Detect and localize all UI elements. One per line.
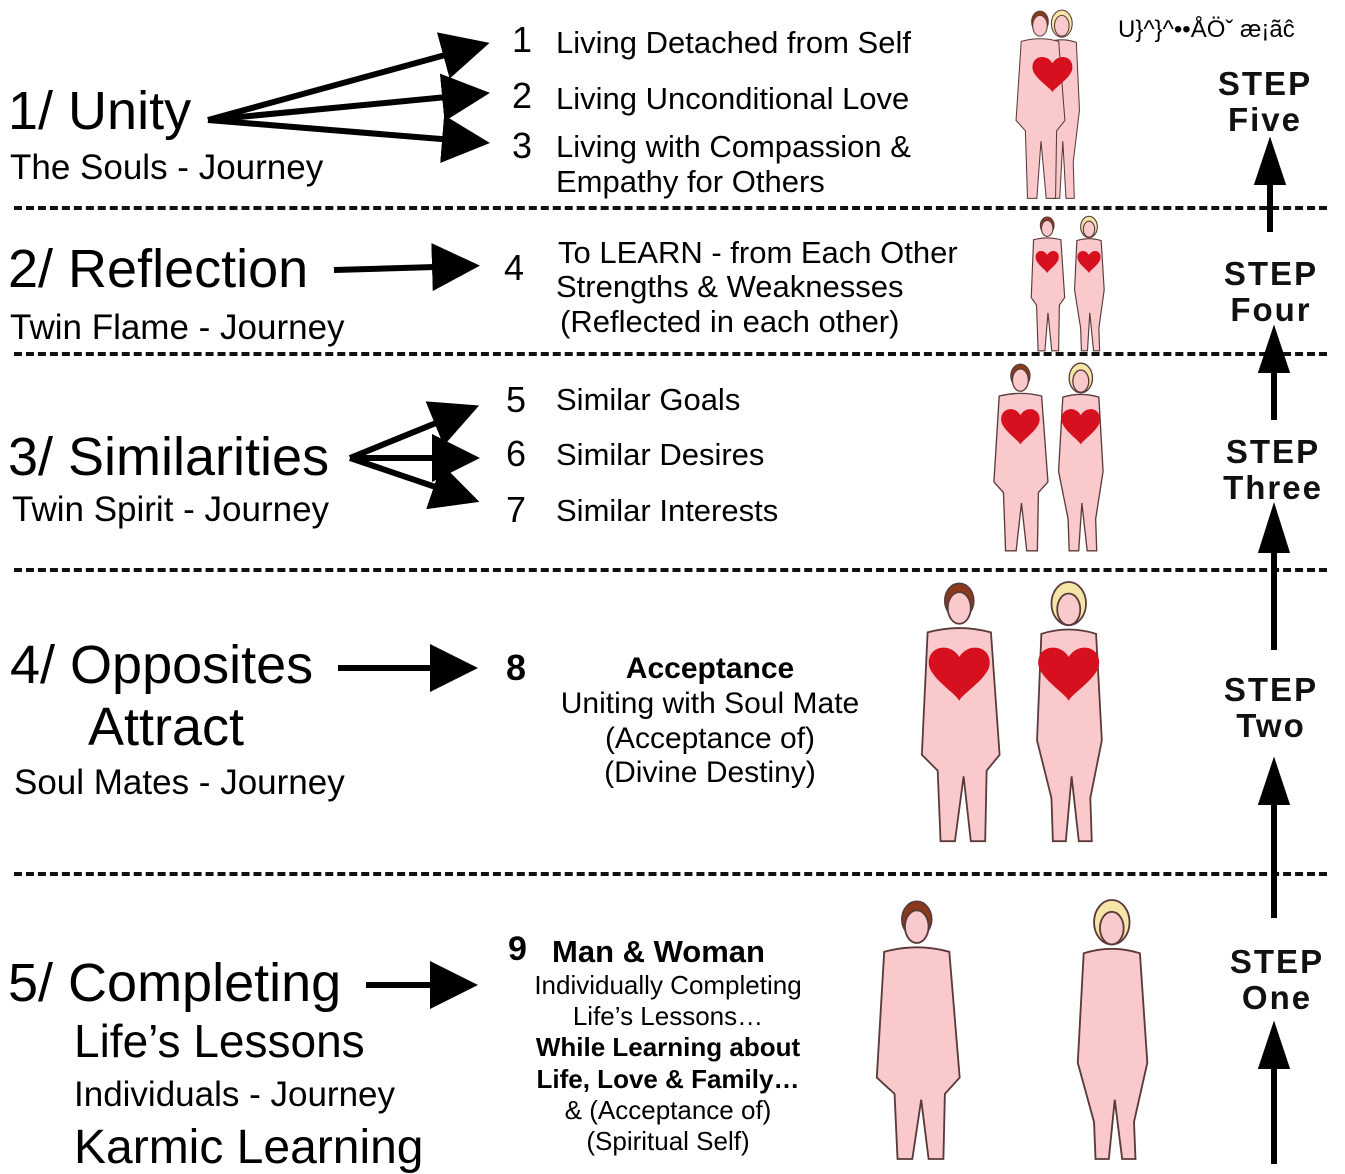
item-5-text: Similar Goals (556, 382, 741, 417)
couple-figure-stage-4 (920, 581, 1103, 843)
step-two-label: STEP Two (1206, 672, 1336, 743)
item-7-text: Similar Interests (556, 493, 779, 528)
stage-1-arrows (207, 32, 490, 163)
step-arrows (1253, 136, 1291, 1164)
stage-1-subtitle: The Souls - Journey (10, 148, 324, 187)
item-8-line3: (Acceptance of) (604, 721, 816, 755)
step-four-number: Four (1230, 290, 1312, 328)
item-2-text: Living Unconditional Love (556, 81, 910, 116)
item-9-line4: While Learning about (535, 1032, 801, 1063)
step-three-label: STEP Three (1208, 434, 1338, 505)
corner-label: U}^}^••ÅÖˇ æ¡ãĉ (1118, 16, 1295, 43)
item-number-5: 5 (506, 379, 527, 420)
item-number-8: 8 (506, 647, 527, 688)
woman-figure-stage-5 (1076, 899, 1149, 1160)
couple-figure-stage-2 (1030, 215, 1105, 352)
step-five-word: STEP (1217, 65, 1313, 102)
item-8-line4: (Divine Destiny) (604, 756, 816, 790)
item-4-text-line1: To LEARN - from Each Other (558, 235, 958, 270)
divider-4 (14, 872, 1327, 876)
stage-5-line2: Life’s Lessons (74, 1015, 365, 1067)
item-number-9: 9 (508, 930, 527, 968)
step-four-word: STEP (1223, 255, 1319, 292)
item-3-text-line1: Living with Compassion & (556, 129, 911, 164)
divider-2 (14, 352, 1327, 356)
stage-5-title: 5/ Completing (8, 953, 342, 1013)
item-number-2: 2 (512, 75, 533, 116)
item-8-heading: Acceptance (625, 652, 795, 685)
item-9-block: Individually Completing Life’s Lessons… … (508, 970, 828, 1157)
couple-figure-stage-3 (993, 362, 1104, 552)
item-9-line7: (Spiritual Self) (586, 1125, 750, 1156)
item-number-6: 6 (506, 433, 527, 474)
item-3-text-line2: Empathy for Others (556, 164, 825, 199)
step-five-number: Five (1227, 100, 1303, 138)
couple-figure-stage-1 (1015, 9, 1081, 199)
stage-2-arrow (333, 243, 480, 292)
stage-3-arrows (348, 401, 480, 510)
step-four-label: STEP Four (1206, 256, 1336, 327)
item-9-line6: & (Acceptance of) (564, 1094, 772, 1125)
item-8-line2: Uniting with Soul Mate (560, 686, 860, 720)
item-4-text-line2: Strengths & Weaknesses (556, 269, 904, 304)
item-1-text: Living Detached from Self (556, 25, 911, 60)
item-8-block: Acceptance Uniting with Soul Mate (Accep… (540, 652, 880, 791)
item-9-heading: Man & Woman (552, 934, 765, 969)
stage-4-title: 4/ Opposites (10, 635, 314, 695)
item-number-7: 7 (506, 489, 527, 530)
step-one-label: STEP One (1212, 944, 1342, 1015)
step-three-number: Three (1223, 468, 1323, 506)
stage-1-title: 1/ Unity (8, 81, 192, 141)
step-one-word: STEP (1229, 943, 1325, 980)
step-two-word: STEP (1223, 671, 1319, 708)
man-figure-stage-5 (875, 900, 961, 1160)
stage-4-title-line2: Attract (88, 697, 245, 757)
item-9-line2: Individually Completing (534, 970, 802, 1000)
item-9-line5: Life, Love & Family… (536, 1063, 800, 1094)
step-three-word: STEP (1225, 433, 1321, 470)
divider-1 (14, 206, 1327, 210)
stage-3-title: 3/ Similarities (8, 427, 330, 487)
item-number-3: 3 (512, 125, 533, 166)
stage-2-title: 2/ Reflection (8, 239, 309, 299)
step-two-number: Two (1236, 706, 1306, 744)
item-4-text-line3: (Reflected in each other) (560, 304, 900, 339)
item-9-line3: Life’s Lessons… (572, 1001, 764, 1032)
stage-5-line4: Karmic Learning (74, 1121, 424, 1174)
stage-3-subtitle: Twin Spirit - Journey (12, 490, 330, 529)
step-one-number: One (1241, 978, 1313, 1016)
item-number-1: 1 (512, 19, 533, 60)
stage-5-subtitle: Individuals - Journey (74, 1075, 395, 1114)
divider-3 (14, 568, 1327, 572)
stage-4-subtitle: Soul Mates - Journey (14, 763, 345, 802)
stage-2-subtitle: Twin Flame - Journey (10, 308, 345, 347)
item-number-4: 4 (504, 247, 525, 288)
item-6-text: Similar Desires (556, 437, 765, 472)
step-five-label: STEP Five (1200, 66, 1330, 137)
